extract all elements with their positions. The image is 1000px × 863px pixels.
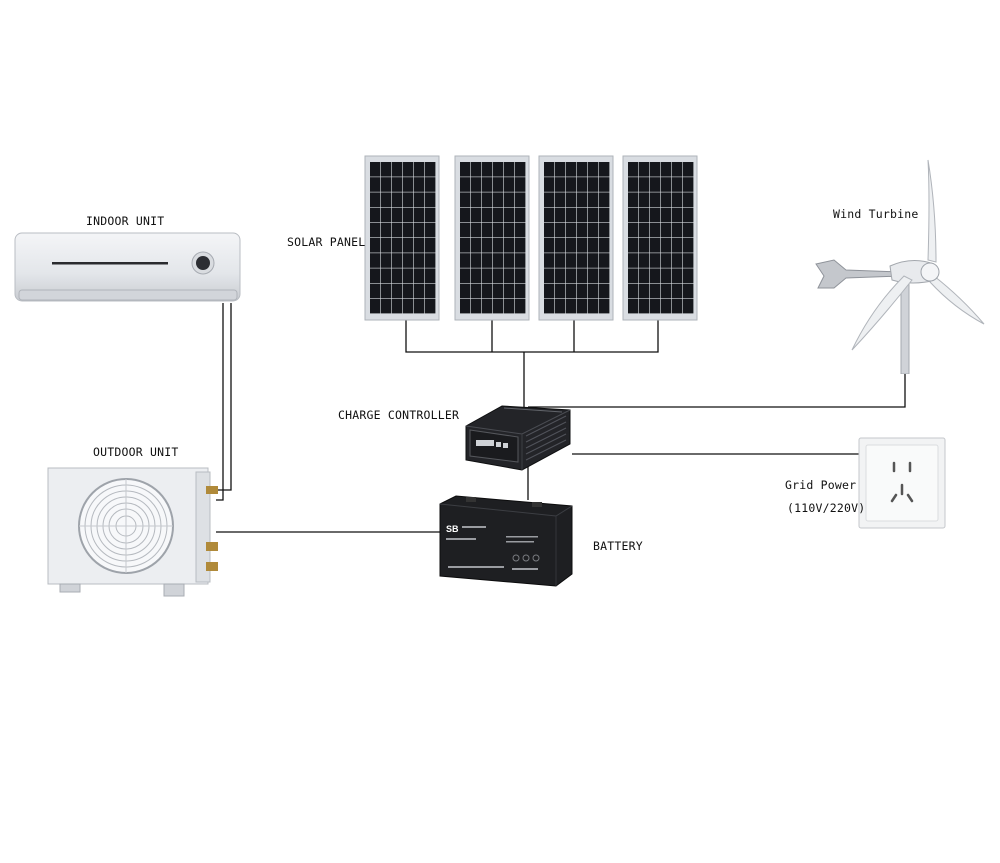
- solar-panel: [623, 156, 697, 320]
- outdoor-ac-unit-icon: [46, 466, 226, 598]
- wind-turbine-label: Wind Turbine: [833, 207, 918, 221]
- turbine-to-controller-wire: [528, 372, 905, 407]
- solar-panel-array: [364, 155, 704, 323]
- solar-panel-label: SOLAR PANEL: [287, 235, 365, 249]
- outdoor-ac-unit: [46, 466, 226, 598]
- battery: SB: [436, 494, 578, 590]
- solar-bus-wire: [406, 320, 658, 352]
- wind-turbine-icon: [812, 158, 988, 374]
- charge-controller-label: CHARGE CONTROLLER: [338, 408, 459, 422]
- indoor-unit-label: INDOOR UNIT: [86, 214, 164, 228]
- grid-power-label: Grid Power: [785, 478, 856, 492]
- charge-controller: [462, 404, 574, 472]
- charge-controller-icon: [462, 404, 574, 472]
- grid-voltage-label: (110V/220V): [787, 501, 865, 515]
- outdoor-unit-label: OUTDOOR UNIT: [93, 445, 178, 459]
- solar-panel: [539, 156, 613, 320]
- indoor-ac-unit: [14, 232, 242, 306]
- indoor-ac-unit-icon: [14, 232, 242, 306]
- battery-brand: SB: [446, 524, 459, 534]
- battery-label: BATTERY: [593, 539, 643, 553]
- wind-turbine: [812, 158, 988, 374]
- grid-power-socket: [858, 437, 946, 529]
- solar-panel-icon: [364, 155, 704, 323]
- solar-panel: [365, 156, 439, 320]
- solar-panel: [455, 156, 529, 320]
- wall-socket-icon: [858, 437, 946, 529]
- battery-icon: SB: [436, 494, 578, 590]
